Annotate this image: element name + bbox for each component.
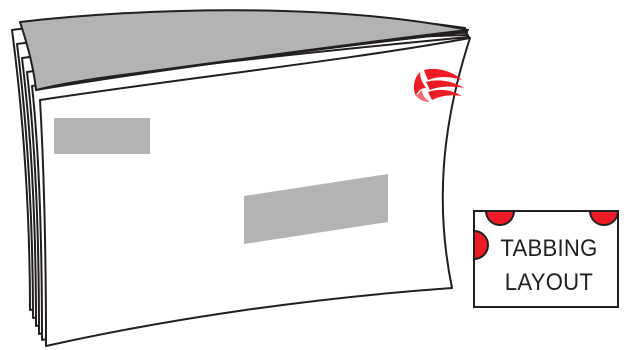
- legend-label-line2: LAYOUT: [490, 266, 608, 300]
- address-label-placeholder: [54, 118, 150, 154]
- tab-marker-top-left: [485, 210, 515, 226]
- legend-label: TABBING LAYOUT: [490, 232, 608, 300]
- tab-marker-top-right: [589, 210, 619, 226]
- tab-marker-left-edge: [473, 230, 489, 260]
- tabbing-layout-legend: TABBING LAYOUT: [473, 210, 619, 308]
- legend-label-line1: TABBING: [490, 232, 608, 266]
